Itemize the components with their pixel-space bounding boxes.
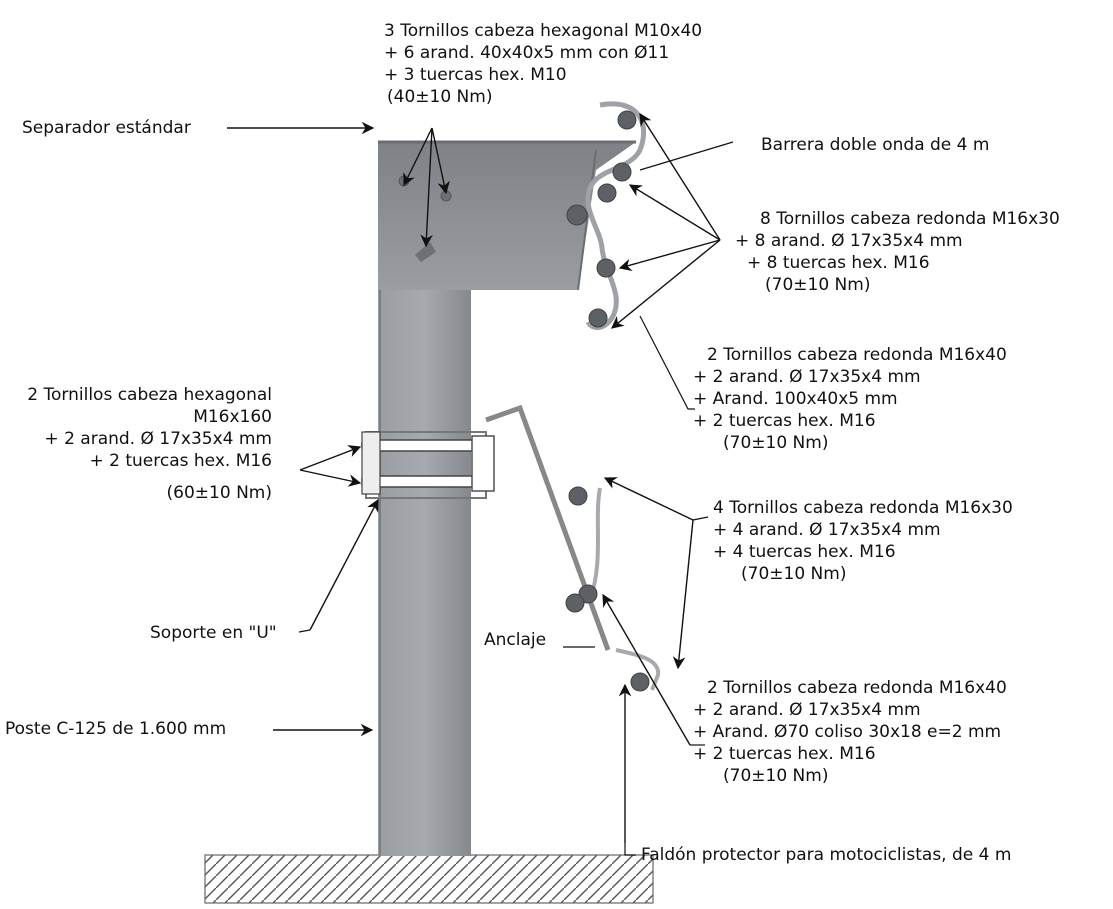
barrier-label: Barrera doble onda de 4 m xyxy=(761,135,990,155)
leader-arrow xyxy=(628,184,721,241)
beam-bolts-label: 8 Tornillos cabeza redonda M16x30 + 8 ar… xyxy=(735,209,1060,295)
beam-bolt xyxy=(612,162,632,182)
leader-line xyxy=(624,843,636,856)
u-support-label: Soporte en "U" xyxy=(150,623,277,643)
leader-arrow xyxy=(639,112,721,241)
post-c125 xyxy=(378,290,471,856)
leader-arrow xyxy=(420,127,433,248)
beam-bolt xyxy=(588,308,608,328)
top-bolts-label: 3 Tornillos cabeza hexagonal M10x40 + 6 … xyxy=(384,21,703,107)
leader-arrow xyxy=(299,469,362,487)
leader-line xyxy=(298,629,311,633)
beam-bolt xyxy=(596,258,616,278)
leader-line xyxy=(692,516,709,521)
leader-arrow xyxy=(403,127,433,187)
leader-arrow xyxy=(611,239,721,329)
skirt-bolts-label: 4 Tornillos cabeza redonda M16x30 + 4 ar… xyxy=(713,498,1013,584)
leader-line xyxy=(639,315,695,410)
skirt-label: Faldón protector para motociclistas, de … xyxy=(641,845,1012,865)
motorcyclist-skirt xyxy=(588,487,661,691)
ground-hatch xyxy=(204,854,654,904)
anchor-arm xyxy=(485,404,611,651)
lower-bolts-label: 2 Tornillos cabeza redonda M16x40 + 2 ar… xyxy=(693,678,1007,786)
leader-arrow xyxy=(618,239,721,272)
leader-arrow xyxy=(299,445,362,471)
beam-bolt xyxy=(617,110,637,130)
leader-arrow xyxy=(309,498,379,631)
skirt-bolt xyxy=(565,593,585,613)
skirt-bolt xyxy=(630,672,650,692)
anchor-label: Anclaje xyxy=(484,630,547,650)
separator-label: Separador estándar xyxy=(22,118,191,138)
leader-arrow xyxy=(603,477,694,521)
beam-bolts-2-label: 2 Tornillos cabeza redonda M16x40 + 2 ar… xyxy=(693,345,1007,453)
leader-arrow xyxy=(672,519,694,670)
leader-arrow xyxy=(602,593,691,746)
beam-bolt xyxy=(597,183,617,203)
skirt-bolt xyxy=(568,486,588,506)
leader-line xyxy=(639,141,734,171)
beam-bolt xyxy=(566,204,588,226)
left-bolts-label: 2 Tornillos cabeza hexagonal M16x160 + 2… xyxy=(27,385,272,503)
leader-arrow xyxy=(431,127,450,195)
skirt-bolt xyxy=(578,584,598,604)
double-wave-barrier xyxy=(585,101,647,330)
post-label: Poste C-125 de 1.600 mm xyxy=(5,719,227,739)
